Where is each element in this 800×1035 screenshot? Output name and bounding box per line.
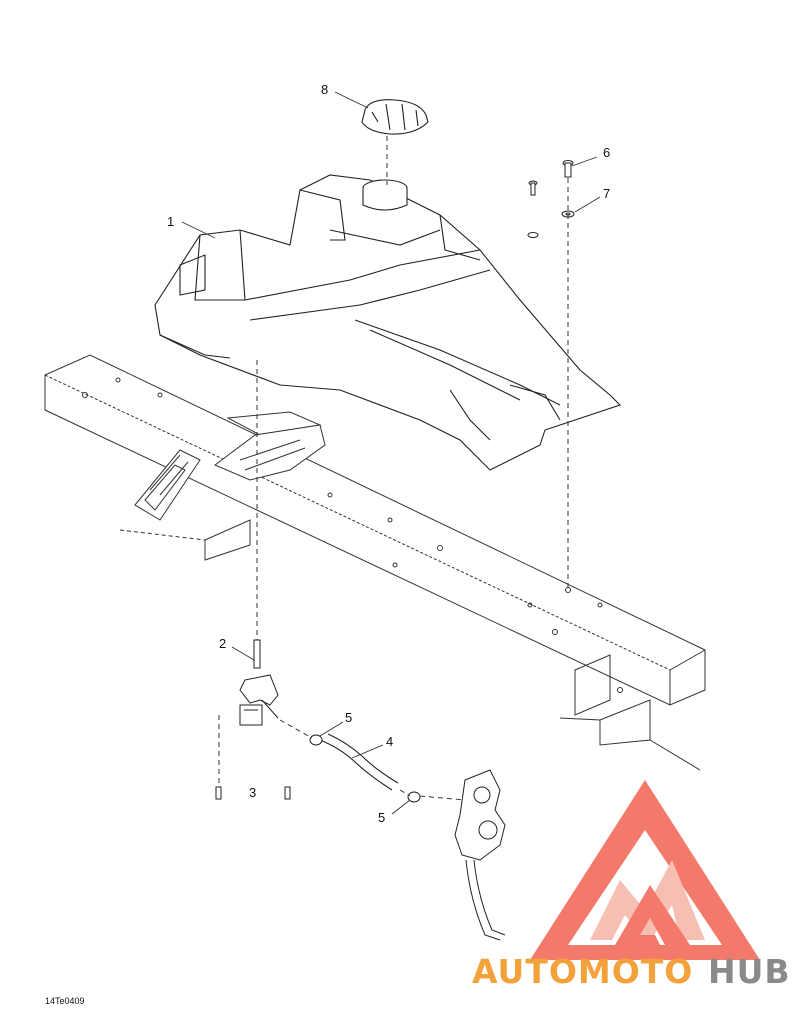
frame-beam: [44, 354, 706, 771]
screw: [562, 160, 574, 178]
automotohub-wordmark: AUTOMOTO HUB: [472, 952, 791, 991]
callout-5-lower: 5: [378, 810, 385, 825]
automotohub-logo: [530, 780, 760, 960]
carburetor: [454, 769, 506, 941]
tank-support-brackets: [214, 411, 326, 481]
figure-code: 14Te0409: [45, 996, 85, 1006]
frame-mount-bracket: [134, 449, 201, 521]
wordmark-hub: HUB: [708, 952, 791, 991]
callout-3: 3: [249, 785, 256, 800]
assembly-lines: [218, 136, 569, 801]
wordmark-automoto: AUTOMOTO: [472, 952, 693, 991]
rivet: [215, 786, 291, 800]
callout-5-upper: 5: [345, 710, 352, 725]
callout-8: 8: [321, 82, 328, 97]
fuel-hose: [319, 733, 399, 791]
callout-1: 1: [167, 214, 174, 229]
hose-clamp: [309, 734, 421, 803]
spare-screw-and-washer: [527, 180, 539, 238]
leader-lines: [181, 91, 601, 815]
fuel-tank: [154, 174, 622, 471]
callout-6: 6: [603, 145, 610, 160]
fuel-valve: [239, 639, 279, 726]
fuel-cap: [361, 99, 429, 135]
callout-7: 7: [603, 186, 610, 201]
callout-labels: 1 2 3 4 5 5 6 7 8: [167, 82, 610, 825]
callout-4: 4: [386, 734, 393, 749]
callout-2: 2: [219, 636, 226, 651]
